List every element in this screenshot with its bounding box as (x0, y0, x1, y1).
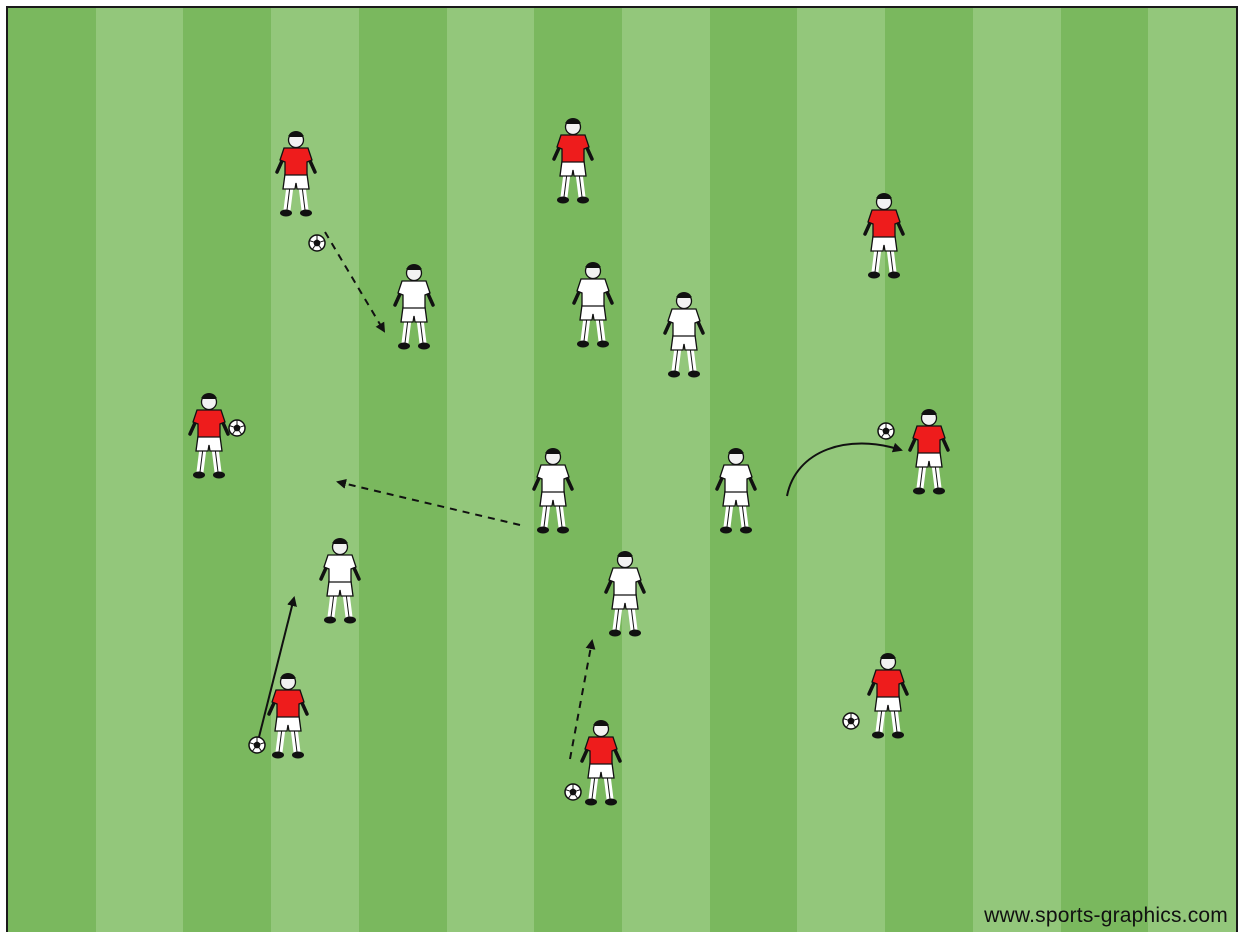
soccer-ball (309, 235, 325, 251)
player-white (321, 538, 359, 624)
player-white (717, 448, 755, 534)
player-red (277, 131, 315, 217)
player-red (582, 720, 620, 806)
player-red (865, 193, 903, 279)
watermark: www.sports-graphics.com (984, 904, 1228, 928)
player-white (395, 264, 433, 350)
player-red (910, 409, 948, 495)
player-white (606, 551, 644, 637)
player-white (665, 292, 703, 378)
soccer-field: www.sports-graphics.com (6, 6, 1238, 932)
player-red (869, 653, 907, 739)
soccer-ball (843, 713, 859, 729)
pass-arrow (325, 232, 384, 331)
soccer-ball (878, 423, 894, 439)
player-red (190, 393, 228, 479)
pass-arrow (338, 482, 520, 525)
drill-diagram (8, 8, 1238, 932)
player-white (574, 262, 612, 348)
curved-pass-arrow (787, 444, 901, 496)
soccer-ball (565, 784, 581, 800)
soccer-ball (249, 737, 265, 753)
player-white (534, 448, 572, 534)
soccer-ball (229, 420, 245, 436)
player-red (269, 673, 307, 759)
player-red (554, 118, 592, 204)
